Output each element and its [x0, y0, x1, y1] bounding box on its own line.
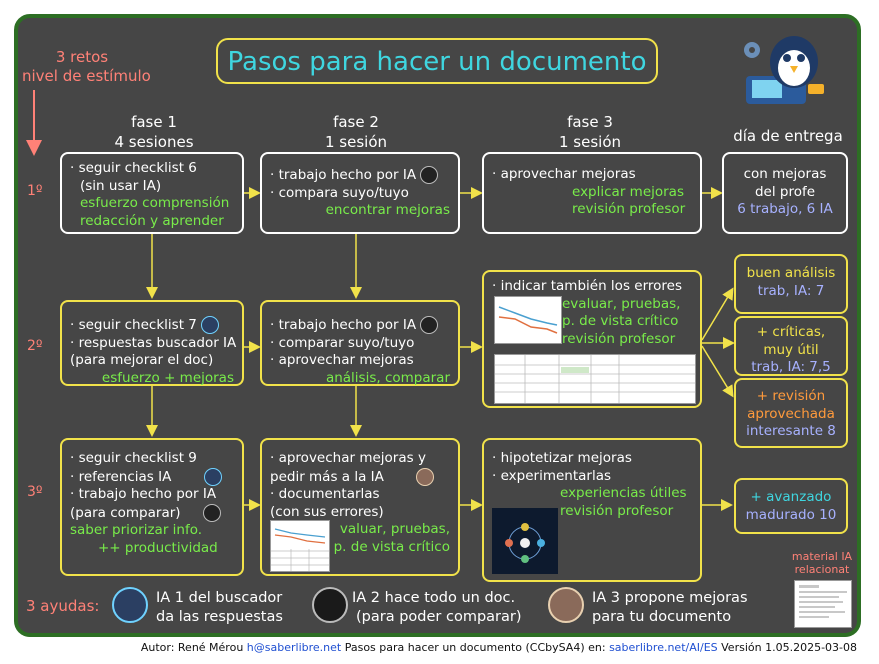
- box-r1-fase2: · trabajo hecho por IA · compara suyo/tu…: [260, 152, 460, 234]
- box-r3-fase3: · hipotetizar mejoras · experimentarlas …: [482, 438, 702, 582]
- phase-header-entrega: día de entrega: [733, 127, 843, 145]
- robot-ia2-icon: [202, 503, 221, 522]
- box-r2-fase1: · seguir checklist 7 · respuestas buscad…: [60, 300, 244, 386]
- source-url-link[interactable]: saberlibre.net/AI/ES: [609, 641, 718, 654]
- box-r3-fase1: · seguir checklist 9 · referencias IA · …: [60, 438, 244, 576]
- phase-header-3: fase 3 1 sesión: [558, 113, 622, 151]
- diagram-thumbnail: [492, 508, 558, 574]
- robot-ia1-icon: [112, 587, 148, 623]
- page-title: Pasos para hacer un documento: [216, 38, 658, 84]
- retos-label: 3 retos nivel de estímulo: [22, 48, 151, 85]
- phase-header-1: fase 1 4 sesiones: [114, 113, 194, 151]
- author-email-link[interactable]: h@saberlibre.net: [246, 641, 342, 654]
- box-r2-entrega-1: buen análisis trab, IA: 7: [734, 254, 848, 314]
- footer: Autor: René Mérou h@saberlibre.net Pasos…: [140, 641, 857, 654]
- phase-header-2: fase 2 1 sesión: [324, 113, 388, 151]
- box-r2-entrega-2: + críticas, muy útil trab, IA: 7,5: [734, 316, 848, 376]
- ayuda-ia3: IA 3 propone mejoras para tu documento: [592, 590, 748, 625]
- robot-ia1-icon: [203, 467, 222, 486]
- robot-penguin-icon: [744, 36, 824, 104]
- robot-ia2-icon: [312, 587, 348, 623]
- box-r2-fase3: · indicar también los errores evaluar, p…: [482, 270, 702, 408]
- box-r2-entrega-3: + revisión aprovechada interesante 8: [734, 378, 848, 448]
- box-r1-fase1: · seguir checklist 6 (sin usar IA) esfue…: [60, 152, 244, 234]
- material-ia-label: material IA relacionat: [791, 550, 853, 576]
- robot-ia1-icon: [201, 316, 220, 334]
- ayuda-ia1: IA 1 del buscador da las respuestas: [156, 590, 283, 625]
- ayudas-label: 3 ayudas:: [26, 597, 100, 615]
- material-ia-thumbnail[interactable]: [794, 580, 852, 628]
- box-r3-entrega: + avanzado madurado 10: [734, 478, 848, 534]
- row-label-1: 1º: [27, 183, 43, 199]
- box-r1-entrega: con mejoras del profe 6 trabajo, 6 IA: [722, 152, 848, 234]
- box-r3-fase2: · aprovechar mejoras y pedir más a la IA…: [260, 438, 460, 576]
- robot-ia2-icon: [420, 166, 439, 184]
- row-label-2: 2º: [27, 338, 43, 354]
- box-r2-fase2: · trabajo hecho por IA · comparar suyo/t…: [260, 300, 460, 386]
- box-r1-fase3: · aprovechar mejoras explicar mejoras re…: [482, 152, 702, 234]
- android-ia3-icon: [548, 587, 584, 623]
- chart-thumbnail: [494, 296, 562, 344]
- table-thumbnail: [494, 354, 696, 404]
- ayuda-ia2: IA 2 hace todo un doc. (para poder compa…: [352, 590, 522, 625]
- robot-ia2-icon: [420, 316, 439, 334]
- android-ia3-icon: [416, 467, 435, 486]
- row-label-3: 3º: [27, 484, 43, 500]
- chart-table-thumbnail: [270, 520, 330, 572]
